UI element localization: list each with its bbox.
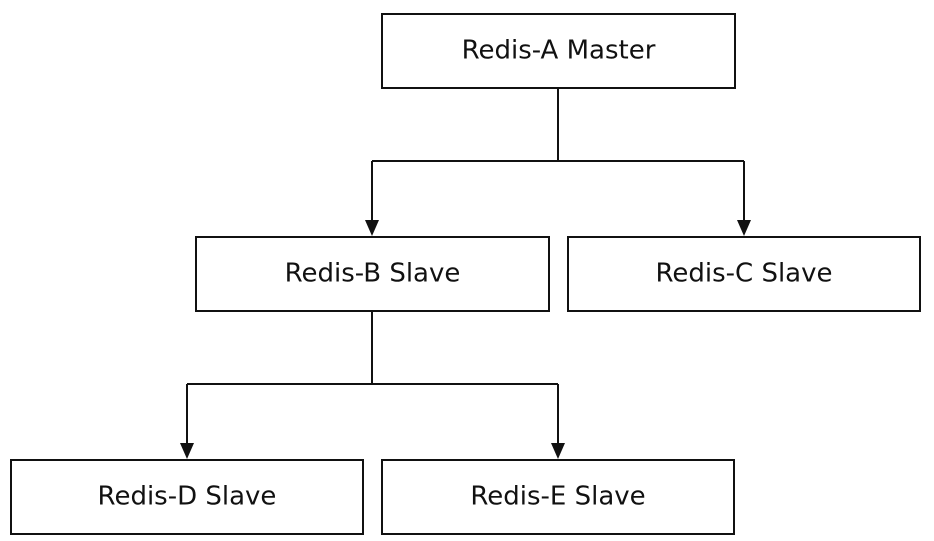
node-label: Redis-E Slave <box>470 482 645 512</box>
node-box <box>381 13 736 89</box>
node-box <box>10 459 364 535</box>
node-box <box>381 459 735 535</box>
arrowhead-to-b <box>365 220 379 236</box>
node-redis-b-slave: Redis-B Slave <box>195 236 550 312</box>
edge-a-to-b-and-c <box>365 88 751 236</box>
node-redis-d-slave: Redis-D Slave <box>10 459 364 535</box>
arrowhead-to-c <box>737 220 751 236</box>
arrowhead-to-d <box>180 443 194 459</box>
node-redis-c-slave: Redis-C Slave <box>567 236 921 312</box>
node-label: Redis-A Master <box>462 36 656 66</box>
node-box <box>195 236 550 312</box>
node-label: Redis-D Slave <box>98 482 277 512</box>
node-label: Redis-B Slave <box>285 259 461 289</box>
node-redis-a-master: Redis-A Master <box>381 13 736 89</box>
node-label: Redis-C Slave <box>655 259 832 289</box>
arrowhead-to-e <box>551 443 565 459</box>
edge-b-to-d-and-e <box>180 311 565 459</box>
node-redis-e-slave: Redis-E Slave <box>381 459 735 535</box>
node-box <box>567 236 921 312</box>
